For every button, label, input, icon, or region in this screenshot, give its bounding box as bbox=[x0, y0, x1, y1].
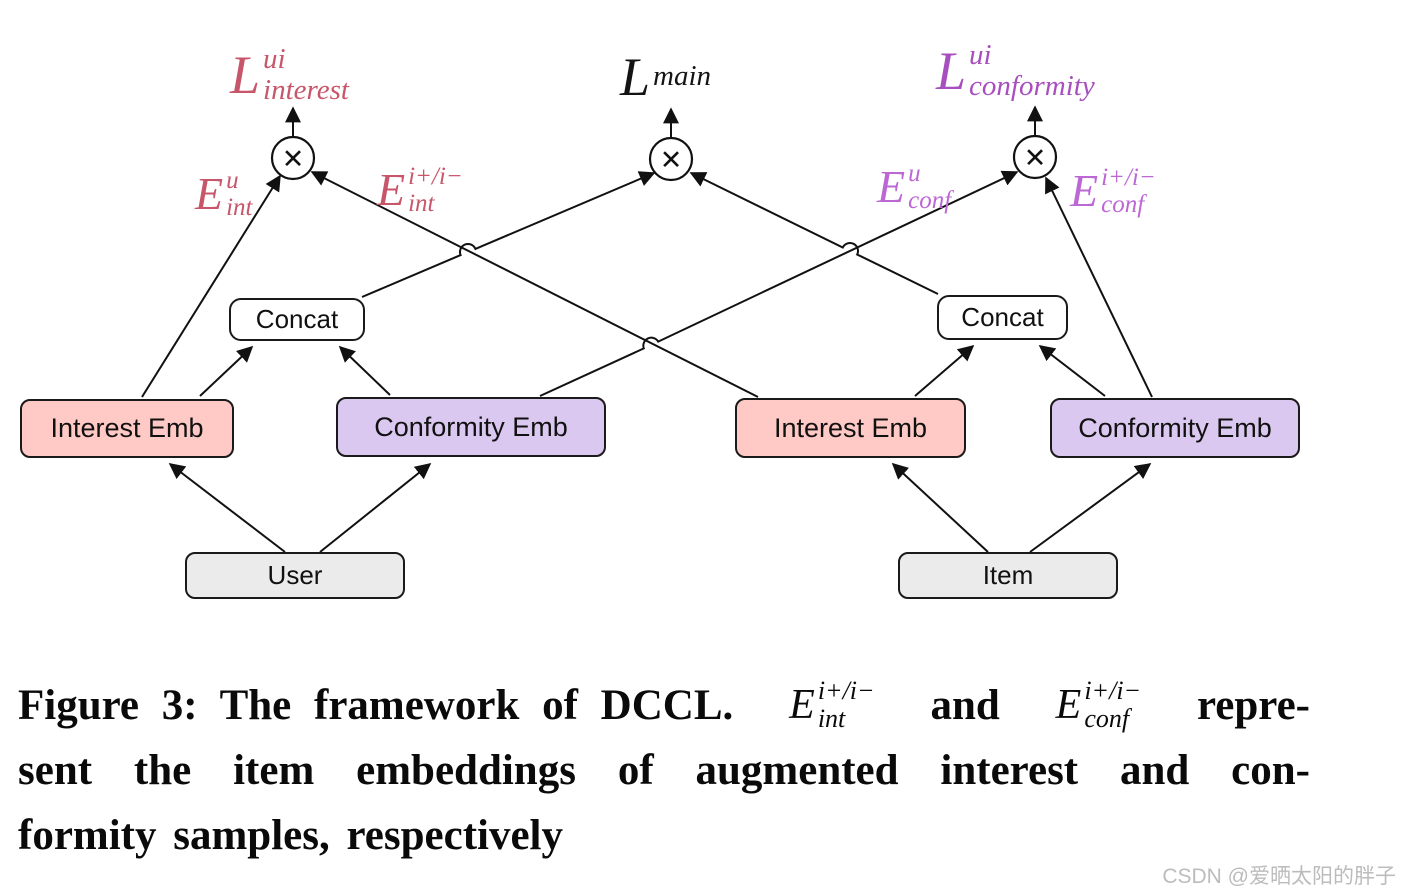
node-user: User bbox=[185, 552, 405, 599]
multiply-icon: ✕ bbox=[1024, 143, 1047, 173]
edge-concat-right-to-main bbox=[689, 172, 939, 295]
node-conformity-emb-left: Conformity Emb bbox=[336, 397, 606, 457]
edge-item-to-conformity-emb bbox=[1029, 463, 1152, 553]
caption-text: Figure 3: The framework of DCCL. bbox=[18, 681, 734, 729]
edge-e-int-u bbox=[141, 174, 281, 398]
csdn-watermark: CSDN @爱晒太阳的胖子 bbox=[1162, 865, 1396, 888]
caption-line-2: sent the item embeddings of augmented in… bbox=[18, 747, 1310, 794]
edge-user-to-interest-emb bbox=[168, 463, 286, 553]
edge-interest-right-to-concat bbox=[914, 344, 975, 397]
node-concat-left: Concat bbox=[229, 298, 365, 341]
edge-interest-left-to-concat bbox=[199, 345, 254, 397]
multiply-node-conformity: ✕ bbox=[1012, 134, 1058, 180]
node-conformity-emb-right: Conformity Emb bbox=[1050, 398, 1300, 458]
edge-item-to-interest-emb bbox=[891, 462, 989, 553]
edge-conformity-left-to-concat bbox=[338, 345, 391, 396]
multiply-node-interest: ✕ bbox=[270, 135, 316, 181]
edge-concat-left-to-main bbox=[361, 171, 656, 298]
node-interest-emb-left: Interest Emb bbox=[20, 399, 234, 458]
multiply-icon: ✕ bbox=[660, 145, 683, 175]
edge-user-to-conformity-emb bbox=[319, 463, 432, 553]
edge-e-conf-i bbox=[1045, 176, 1153, 398]
caption-line-3: formity samples, respectively bbox=[18, 812, 563, 859]
caption-text: repre- bbox=[1196, 681, 1310, 729]
edge-conformity-right-to-concat bbox=[1038, 345, 1106, 397]
multiply-node-main: ✕ bbox=[648, 136, 694, 182]
caption-text: and bbox=[930, 681, 1000, 729]
multiply-icon: ✕ bbox=[282, 144, 305, 174]
node-interest-emb-right: Interest Emb bbox=[735, 398, 966, 458]
node-concat-right: Concat bbox=[937, 295, 1068, 340]
edge-e-int-i bbox=[310, 171, 759, 398]
edge-e-conf-u bbox=[539, 170, 1019, 397]
edges-layer: ✕ ✕ ✕ bbox=[141, 105, 1153, 553]
node-item: Item bbox=[898, 552, 1118, 599]
